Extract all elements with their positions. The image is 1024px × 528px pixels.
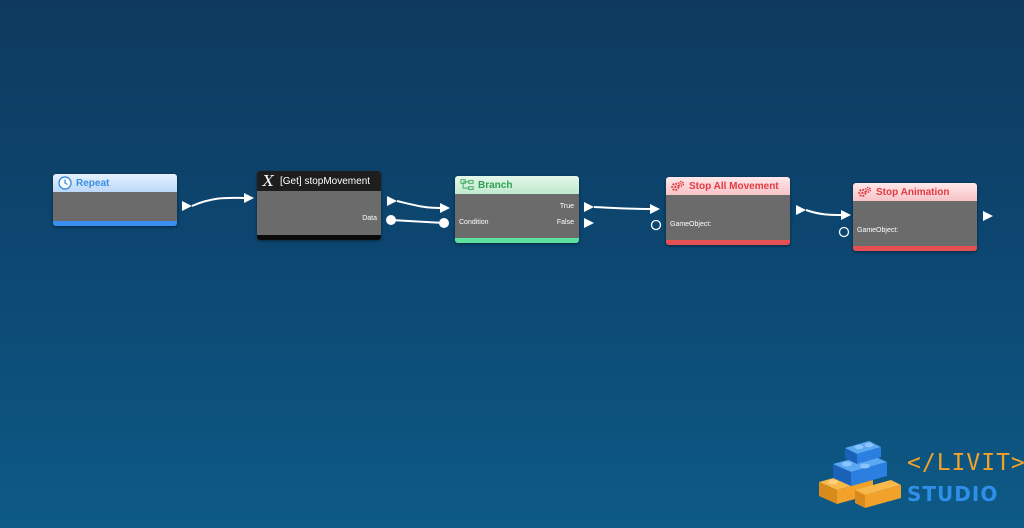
branch-condition-in-port (439, 218, 449, 228)
stopall-exec-in-arrow (650, 204, 660, 214)
stop-all-movement-body: GameObject: (666, 195, 790, 240)
branch-true-out-arrow (584, 202, 594, 212)
false-output-label: False (556, 219, 574, 226)
get-exec-in-arrow (244, 193, 254, 203)
repeat-node-header: Repeat (53, 174, 177, 192)
branch-false-out-arrow (584, 218, 594, 228)
variable-x-icon: X (262, 173, 276, 189)
gameobject-input-label: GameObject: (670, 221, 712, 228)
logo-livit-text: </LIVIT> (907, 450, 1024, 476)
stop-animation-title: Stop Animation (876, 186, 950, 198)
branch-node-body: True Condition False (455, 194, 579, 238)
get-stopmovement-title: [Get] stopMovement (280, 175, 371, 187)
link-stopall-to-stopanim (805, 209, 843, 216)
svg-text:X: X (262, 173, 275, 189)
stop-animation-body: GameObject: (853, 201, 977, 246)
link-get-exec-to-branch (396, 200, 441, 209)
stop-animation-header: Stop Animation (853, 183, 977, 201)
stop-all-movement-footer (666, 240, 790, 245)
get-exec-out-arrow (387, 196, 397, 206)
true-output-label: True (559, 203, 574, 210)
branch-exec-in-arrow (440, 203, 450, 213)
stopall-gameobject-port (650, 219, 662, 231)
get-stopmovement-header: X [Get] stopMovement (257, 171, 381, 191)
repeat-node-footer (53, 221, 177, 226)
repeat-node-title: Repeat (76, 177, 110, 189)
livit-studio-logo: </LIVIT> STUDIO (815, 438, 1024, 518)
stopanim-exec-in-arrow (841, 210, 851, 220)
branch-node-footer (455, 238, 579, 243)
gears-icon (671, 179, 685, 193)
clock-icon (58, 176, 72, 190)
gameobject-input-label: GameObject: (857, 227, 899, 234)
stopanim-gameobject-port (838, 226, 850, 238)
stop-animation-footer (853, 246, 977, 251)
stop-all-movement-title: Stop All Movement (689, 180, 779, 192)
branch-node-title: Branch (478, 179, 513, 191)
get-stopmovement-footer (257, 235, 381, 240)
get-stopmovement-body: Data (257, 191, 381, 235)
link-repeat-to-get (191, 196, 245, 207)
stopall-exec-out-arrow (796, 205, 806, 215)
stop-all-movement-node[interactable]: Stop All Movement GameObject: (666, 177, 790, 245)
repeat-node-body (53, 192, 177, 221)
data-output-label: Data (362, 215, 377, 222)
condition-input-label: Condition (459, 219, 489, 226)
link-branch-true-to-stopall (593, 206, 651, 210)
branch-node-header: Branch (455, 176, 579, 194)
logo-studio-text: STUDIO (907, 482, 999, 506)
stop-all-movement-header: Stop All Movement (666, 177, 790, 195)
get-stopmovement-node[interactable]: X [Get] stopMovement Data (257, 171, 381, 240)
stop-animation-node[interactable]: Stop Animation GameObject: (853, 183, 977, 251)
repeat-exec-out-arrow (182, 201, 192, 211)
branch-icon (460, 178, 474, 192)
stopanim-exec-out-arrow (983, 211, 993, 221)
gears-icon (858, 185, 872, 199)
repeat-node[interactable]: Repeat (53, 174, 177, 226)
link-get-data-to-condition (390, 219, 445, 224)
lego-bricks-icon (819, 441, 901, 508)
branch-node[interactable]: Branch True Condition False (455, 176, 579, 243)
get-data-out-port (386, 215, 396, 225)
